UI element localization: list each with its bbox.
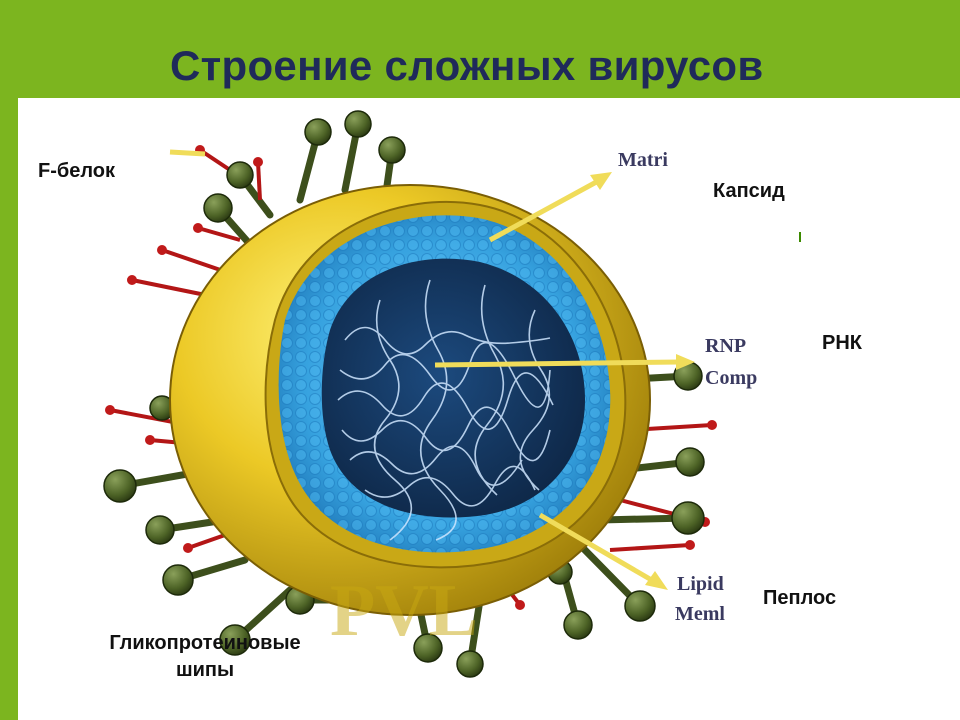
slide-title: Строение сложных вирусов bbox=[170, 42, 764, 89]
label-glyco-line1: Гликопротеиновые bbox=[109, 632, 301, 654]
label-glycoprotein-spikes: Гликопротеиновые шипы bbox=[70, 630, 340, 684]
label-glyco-line2: шипы bbox=[175, 659, 235, 681]
label-f-protein: F-белок bbox=[38, 160, 116, 182]
matri-text: Matri bbox=[618, 149, 668, 171]
lipid-text: Lipid bbox=[677, 573, 724, 595]
header-band bbox=[0, 0, 960, 98]
divider-tick bbox=[799, 232, 801, 242]
label-rna: РНК bbox=[822, 332, 862, 354]
watermark-text: PVL bbox=[330, 570, 478, 652]
label-peplos: Пеплос bbox=[763, 587, 837, 609]
meml-text: Meml bbox=[675, 603, 725, 625]
left-accent-bar bbox=[0, 0, 18, 720]
rnp-text: RNP bbox=[705, 335, 746, 357]
comp-text: Comp bbox=[705, 367, 757, 389]
label-capsid: Капсид bbox=[713, 180, 785, 202]
pointer-arrows bbox=[169, 149, 681, 585]
rna-strands bbox=[337, 279, 554, 541]
